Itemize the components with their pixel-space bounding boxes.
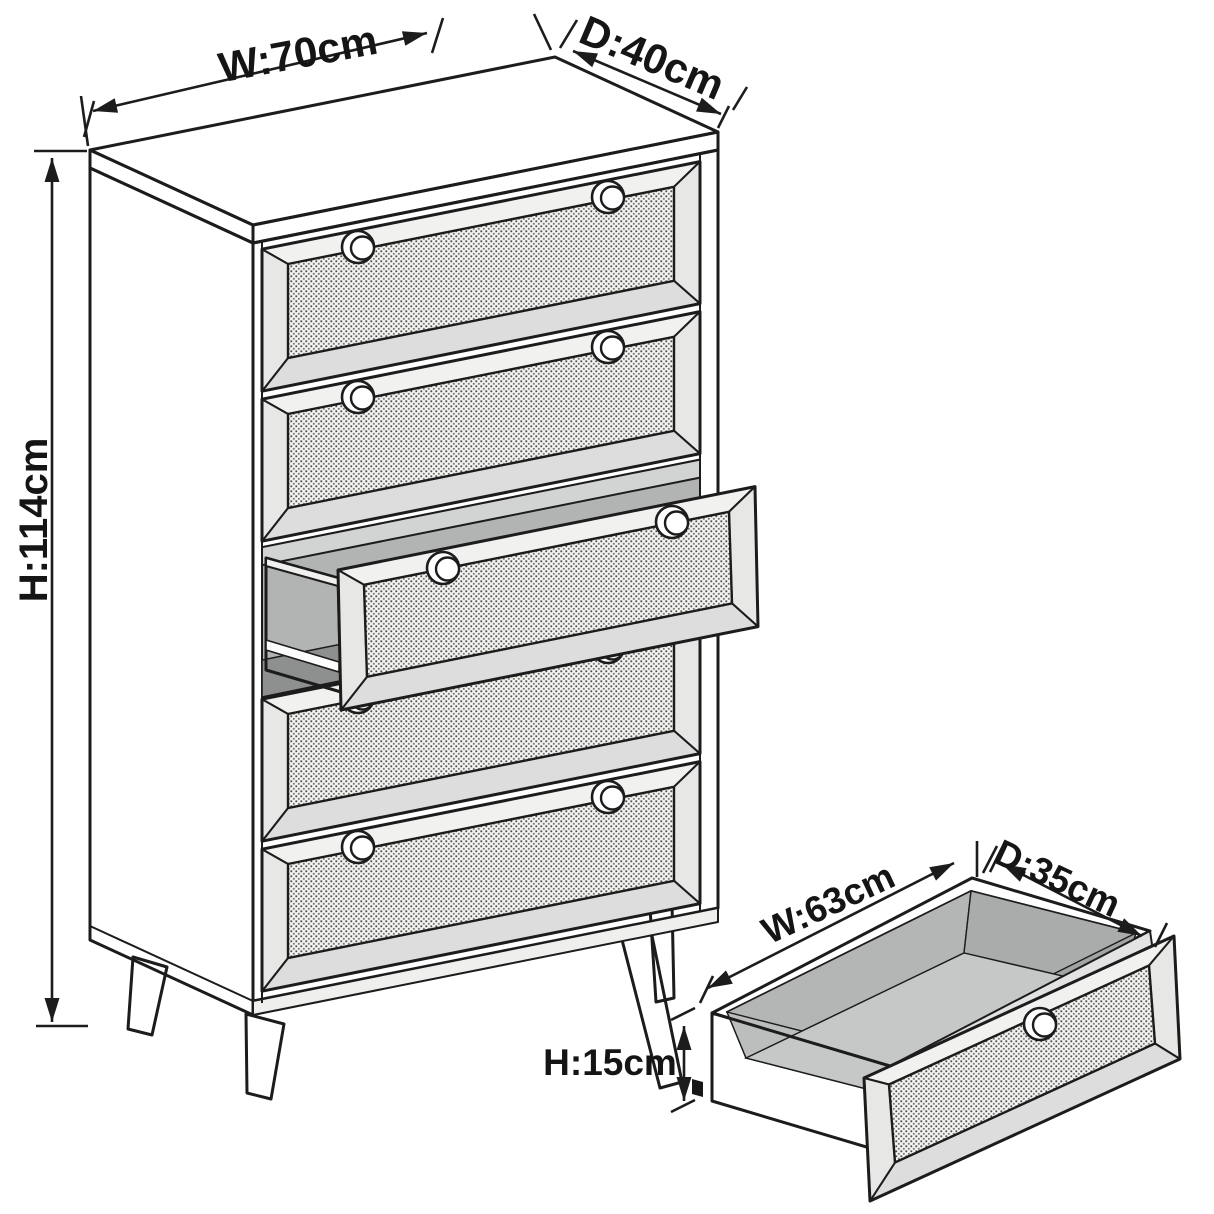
cabinet-top <box>88 55 720 245</box>
height-dimension: H:114cm <box>12 149 88 1028</box>
open-drawer <box>264 485 760 712</box>
cabinet-left-side <box>88 166 255 1017</box>
width-dimension: W:70cm <box>79 13 553 147</box>
depth-dimension: D:40cm <box>558 6 749 129</box>
main-cabinet <box>88 55 760 1101</box>
cabinet-width-label: W:70cm <box>215 16 381 91</box>
leg-back-left <box>126 955 169 1037</box>
loose-drawer <box>692 876 1182 1203</box>
loose-drawer-front-panel <box>862 934 1182 1203</box>
slot-ceiling <box>261 458 701 567</box>
drawer-height-dimension: H:15cm <box>543 1006 696 1114</box>
drawer-slide-slot <box>692 1079 703 1097</box>
cabinet-depth-label: D:40cm <box>573 6 731 109</box>
open-drawer-front <box>336 485 760 712</box>
drawer-height-label: H:15cm <box>543 1042 677 1083</box>
cabinet-base-rail <box>252 907 719 1016</box>
cabinet-height-label: H:114cm <box>12 438 56 603</box>
leg-front-left <box>244 1012 286 1101</box>
